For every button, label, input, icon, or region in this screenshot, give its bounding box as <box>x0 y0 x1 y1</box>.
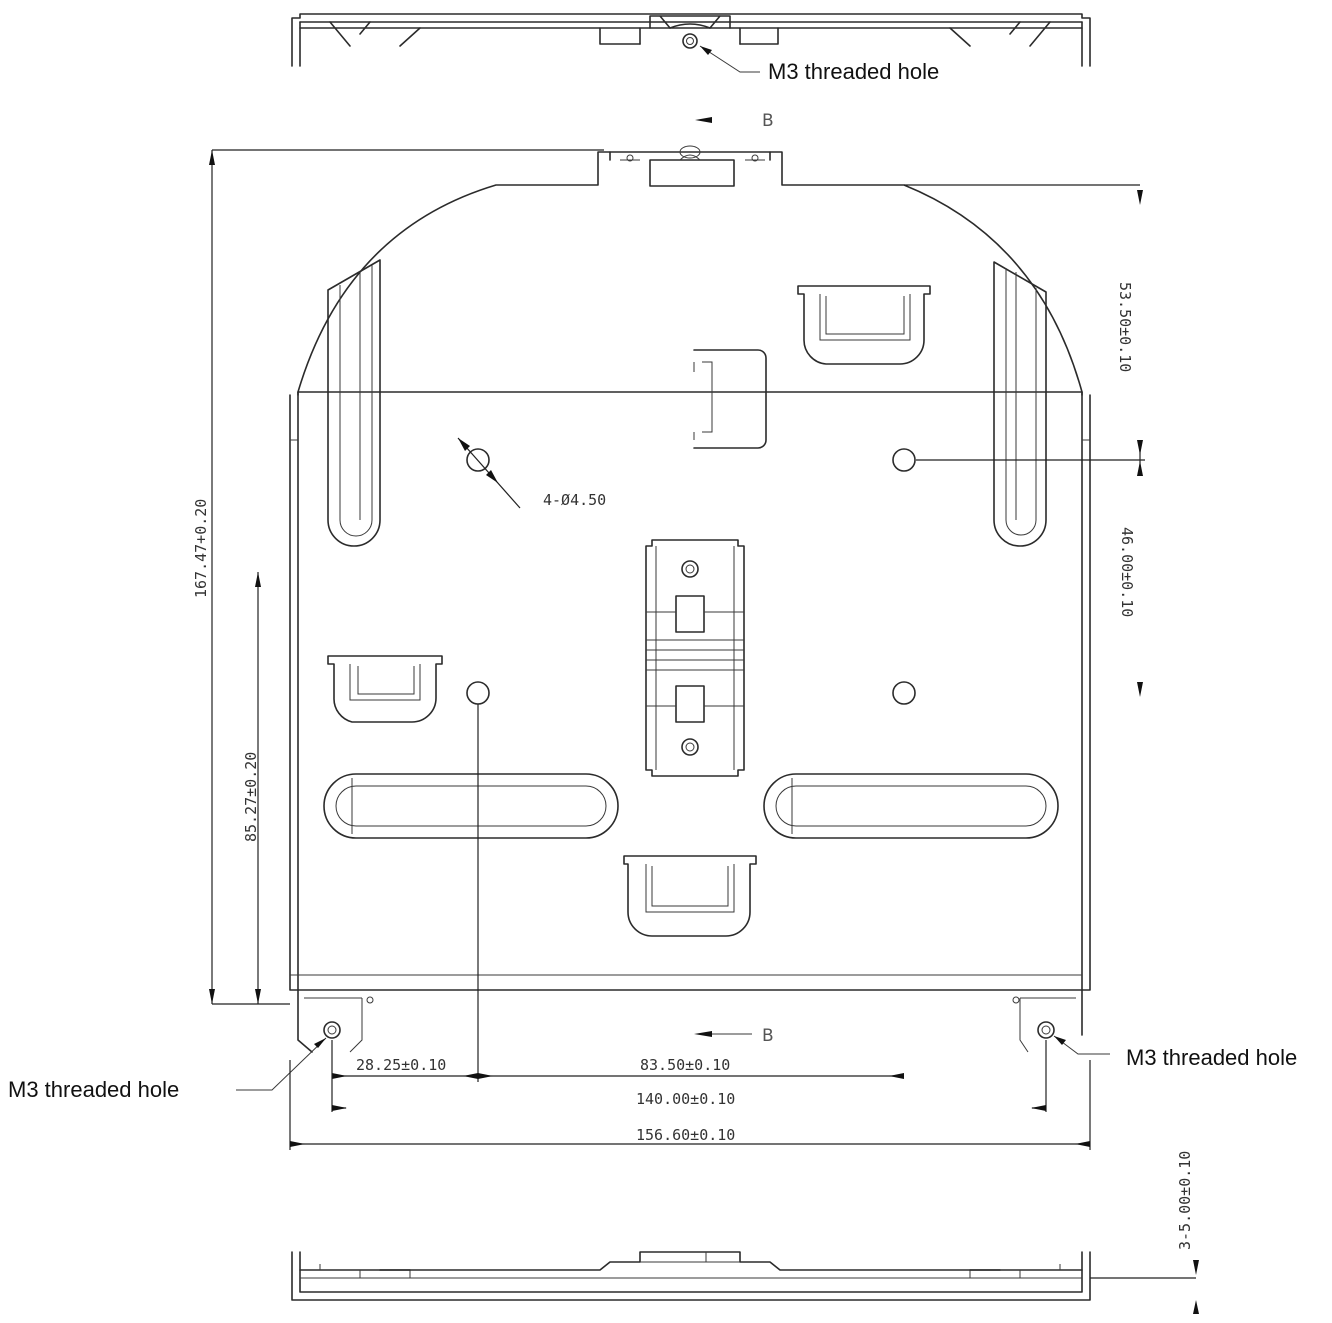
mount-hole-upper-right <box>892 448 916 472</box>
dim-bottom-left-offset: 28.25±0.10 <box>356 1056 446 1074</box>
left-rail-slot <box>327 259 381 547</box>
top-side-view <box>291 13 1091 73</box>
mount-hole-lower-right <box>892 681 916 705</box>
clip-left <box>327 655 443 723</box>
clip-top-right <box>797 285 931 365</box>
dim-right-lower: 46.00±0.10 <box>1118 527 1136 617</box>
hole-diameter-label: 4-Ø4.50 <box>543 491 606 509</box>
dim-plate-thickness: 3-5.00±0.10 <box>1176 1151 1194 1250</box>
bottom-right-thread-hole-callout: M3 threaded hole <box>1126 1045 1297 1070</box>
section-mark-top: B <box>762 111 774 131</box>
mount-hole-upper-left <box>466 448 490 472</box>
bottom-left-thread-hole-icon <box>323 1021 341 1039</box>
bottom-right-thread-hole-icon <box>1037 1021 1055 1039</box>
top-thread-hole-callout: M3 threaded hole <box>768 59 939 84</box>
main-plate-outline <box>289 145 1091 991</box>
dim-bottom-thread-span: 140.00±0.10 <box>636 1090 735 1108</box>
bottom-left-thread-hole-callout: M3 threaded hole <box>8 1077 179 1102</box>
bottom-flange <box>297 989 1083 1053</box>
top-view-thread-hole-icon <box>682 33 698 49</box>
section-mark-bottom: B <box>762 1026 774 1046</box>
center-slide-mount <box>645 539 745 777</box>
right-rail-slot <box>993 261 1047 547</box>
center-recess <box>693 349 767 449</box>
clip-bottom-center <box>623 855 757 937</box>
left-horizontal-slot <box>323 773 619 839</box>
dim-overall-height: 167.47+0.20 <box>192 499 210 598</box>
right-horizontal-slot <box>763 773 1059 839</box>
dim-rail-height: 85.27±0.20 <box>242 752 260 842</box>
bottom-side-view <box>291 1251 1091 1301</box>
dim-bottom-overall: 156.60±0.10 <box>636 1126 735 1144</box>
dim-bottom-hole-span: 83.50±0.10 <box>640 1056 730 1074</box>
mount-hole-lower-left <box>466 681 490 705</box>
dim-right-upper: 53.50±0.10 <box>1116 282 1134 372</box>
